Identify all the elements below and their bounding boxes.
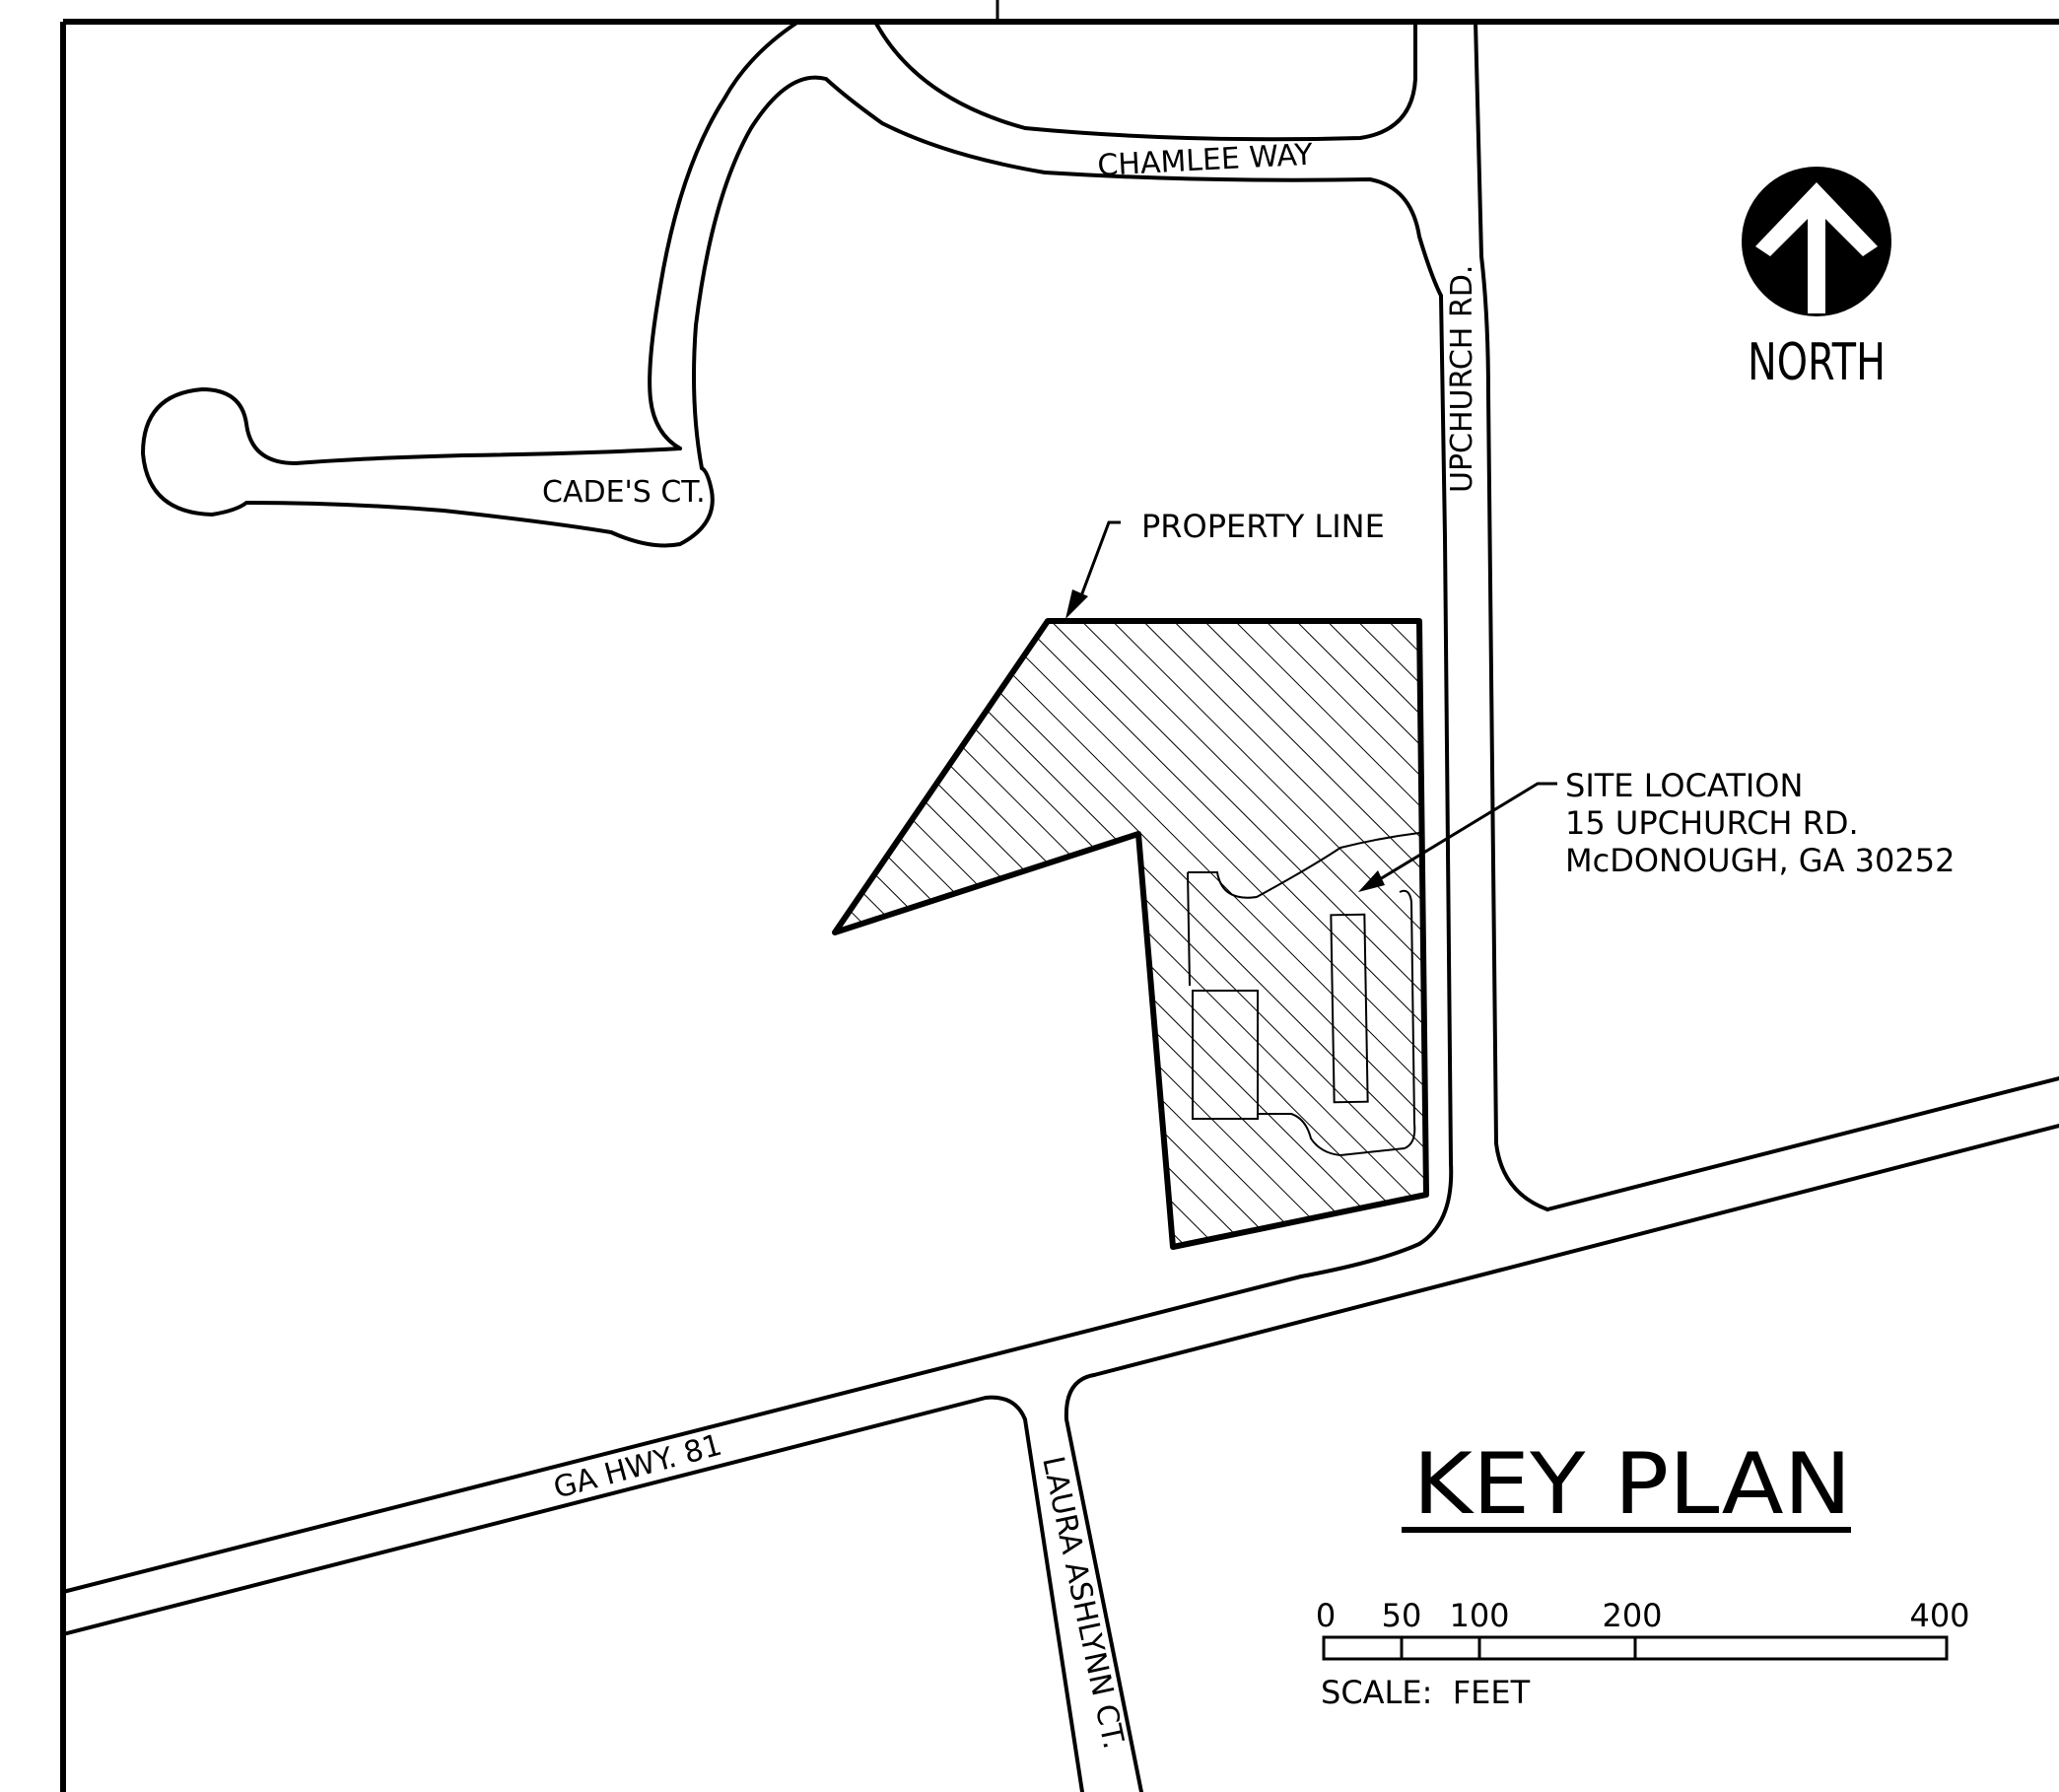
road-upchurch-rd [1299, 20, 1549, 1278]
property-line-leader [1065, 520, 1121, 619]
road-chamlee-way [648, 20, 1443, 470]
north-arrow-icon [1742, 167, 1891, 316]
north-label: NORTH [1748, 333, 1886, 392]
scale-tick-label: 100 [1449, 1597, 1509, 1634]
site-location-city: McDONOUGH, GA 30252 [1565, 842, 1955, 879]
site-location-leader [1358, 782, 1557, 892]
road-laura-ashlynn-ct [1023, 1373, 1143, 1792]
scale-tick-label: 0 [1316, 1597, 1336, 1634]
scale-bar [1322, 1635, 1949, 1661]
scale-tick-label: 50 [1382, 1597, 1422, 1634]
property-line-label: PROPERTY LINE [1141, 508, 1385, 545]
scale-unit-label: SCALE: FEET [1321, 1674, 1531, 1711]
page-title: KEY PLAN [1413, 1435, 1852, 1534]
site-location-address: 15 UPCHURCH RD. [1565, 804, 1859, 842]
street-label-cades-ct: CADE'S CT. [542, 475, 706, 510]
property-parcel [832, 618, 1429, 1250]
street-label-chamlee-way: CHAMLEE WAY [1097, 138, 1315, 183]
site-location-title: SITE LOCATION [1565, 767, 1803, 804]
road-cades-ct [141, 387, 715, 548]
road-ga-hwy-81 [61, 1076, 2059, 1636]
street-label-ga-hwy-81: GA HWY. 81 [550, 1428, 725, 1506]
scale-tick-label: 200 [1602, 1597, 1662, 1634]
sheet-border [60, 0, 2059, 1792]
scale-tick-label: 400 [1909, 1597, 1969, 1634]
street-label-upchurch-rd: UPCHURCH RD. [1445, 265, 1479, 493]
